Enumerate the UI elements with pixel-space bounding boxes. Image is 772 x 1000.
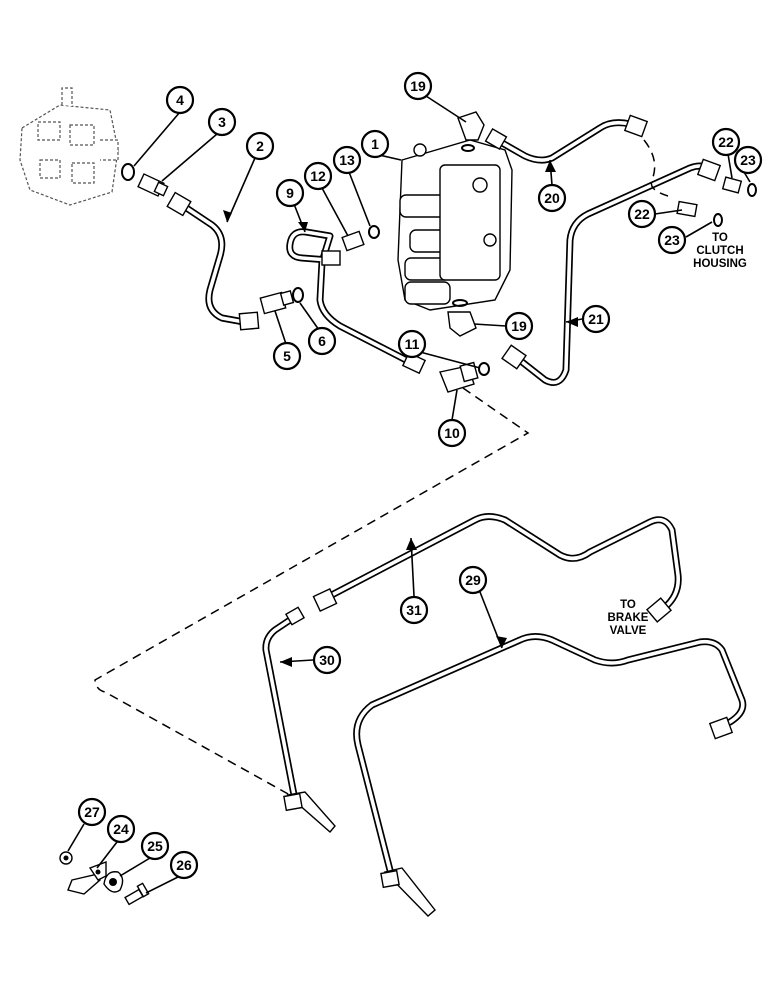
- callout-9: 9: [275, 178, 305, 208]
- callout-5: 5: [272, 341, 302, 371]
- svg-text:TO: TO: [712, 232, 728, 244]
- fitting-22-lower: [676, 200, 698, 218]
- o-ring-11: [478, 362, 490, 376]
- leader-arrowheads: [223, 160, 578, 667]
- callout-19-bottom: 19: [504, 311, 534, 341]
- o-ring-4: [121, 163, 135, 181]
- svg-text:12: 12: [310, 168, 326, 184]
- callout-13: 13: [332, 145, 362, 175]
- clip-24: [67, 860, 107, 895]
- svg-text:22: 22: [718, 134, 734, 150]
- tube-31: [312, 513, 682, 623]
- callout-1: 1: [360, 129, 390, 159]
- elbow-19-top: [457, 111, 485, 152]
- elbow-10: [439, 361, 479, 393]
- callout-22-upper: 22: [711, 127, 741, 157]
- svg-text:21: 21: [588, 311, 604, 327]
- callout-10: 10: [437, 418, 467, 448]
- clamp-25: [103, 871, 124, 893]
- fitting-5: [259, 290, 295, 315]
- svg-text:20: 20: [544, 190, 560, 206]
- svg-text:31: 31: [406, 602, 422, 618]
- screw-26: [124, 882, 150, 906]
- svg-text:24: 24: [113, 821, 129, 837]
- o-ring-23-lower: [713, 213, 723, 227]
- tube-9: [286, 228, 427, 375]
- svg-text:10: 10: [444, 425, 460, 441]
- fitting-22-upper: [721, 176, 743, 194]
- o-ring-23-upper: [747, 183, 757, 197]
- callout-20: 20: [537, 183, 567, 213]
- callout-23-lower: 23: [657, 225, 687, 255]
- tube-21: [501, 158, 722, 386]
- o-ring-6: [292, 287, 304, 303]
- tube-2: [166, 191, 260, 331]
- svg-text:27: 27: [84, 804, 100, 820]
- callout-25: 25: [140, 831, 170, 861]
- fitting-12: [341, 230, 365, 252]
- fitting-3: [137, 173, 169, 197]
- routing-dash-lower: [94, 387, 530, 796]
- tube-20: [484, 114, 649, 164]
- callout-19-top: 19: [403, 71, 433, 101]
- note-to-clutch-housing: TO CLUTCH HOUSING: [693, 232, 747, 270]
- svg-text:6: 6: [318, 333, 326, 349]
- callout-3: 3: [207, 107, 237, 137]
- svg-text:23: 23: [664, 232, 680, 248]
- callout-6: 6: [307, 326, 337, 356]
- svg-text:26: 26: [176, 857, 192, 873]
- callout-31: 31: [399, 595, 429, 625]
- phantom-pump-body: [19, 87, 119, 206]
- nut-27: [59, 851, 73, 865]
- svg-text:11: 11: [405, 336, 420, 352]
- callout-26: 26: [169, 850, 199, 880]
- callout-23-upper: 23: [733, 145, 763, 175]
- svg-text:5: 5: [283, 348, 291, 364]
- callout-30: 30: [312, 645, 342, 675]
- svg-text:4: 4: [176, 92, 184, 108]
- o-ring-13: [368, 225, 380, 239]
- elbow-19-bottom: [447, 299, 477, 337]
- callout-29: 29: [458, 565, 488, 595]
- callout-22-lower: 22: [627, 199, 657, 229]
- svg-text:BRAKE: BRAKE: [608, 612, 649, 624]
- svg-text:22: 22: [634, 206, 650, 222]
- svg-text:25: 25: [147, 838, 163, 854]
- callout-24: 24: [106, 814, 136, 844]
- svg-text:2: 2: [256, 138, 264, 154]
- svg-text:23: 23: [740, 152, 756, 168]
- svg-text:VALVE: VALVE: [610, 625, 647, 637]
- valve-body-1: [397, 139, 513, 311]
- svg-text:19: 19: [410, 78, 426, 94]
- svg-text:1: 1: [371, 136, 379, 152]
- callout-4: 4: [165, 85, 195, 115]
- callout-27: 27: [77, 797, 107, 827]
- note-to-brake-valve: TO BRAKE VALVE: [608, 599, 649, 637]
- svg-text:HOUSING: HOUSING: [693, 258, 747, 270]
- svg-text:19: 19: [511, 318, 527, 334]
- tube-30: [262, 606, 336, 834]
- svg-text:TO: TO: [620, 599, 636, 611]
- svg-text:13: 13: [339, 152, 355, 168]
- svg-text:CLUTCH: CLUTCH: [696, 245, 743, 257]
- callout-2: 2: [245, 131, 275, 161]
- callout-12: 12: [303, 161, 333, 191]
- svg-text:3: 3: [218, 114, 226, 130]
- callout-11: 11: [397, 329, 427, 359]
- tube-29: [353, 633, 747, 917]
- callout-21: 21: [581, 304, 611, 334]
- svg-text:30: 30: [319, 652, 335, 668]
- svg-text:29: 29: [465, 572, 481, 588]
- svg-text:9: 9: [286, 185, 294, 201]
